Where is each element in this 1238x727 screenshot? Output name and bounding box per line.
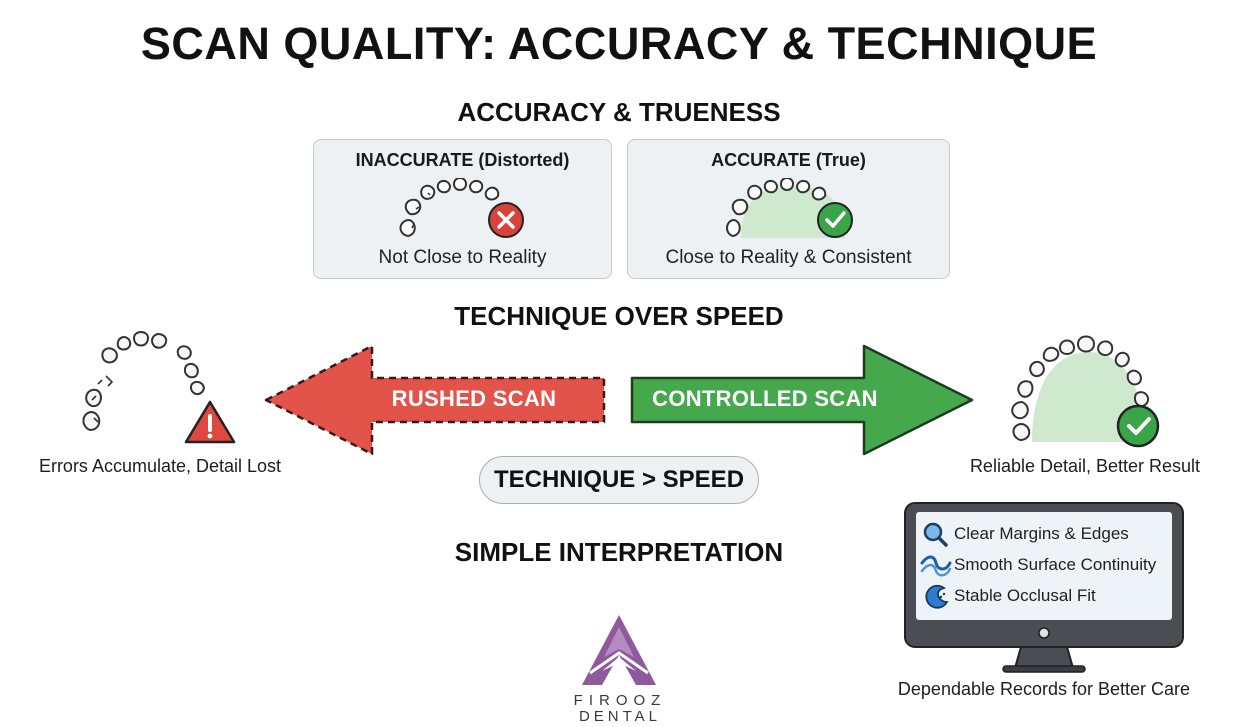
brand-subname: DENTAL [578, 708, 662, 725]
magnifier-icon [923, 522, 948, 547]
distorted-arch-icon [399, 178, 524, 238]
list-item-label: Stable Occlusal Fit [954, 585, 1096, 605]
bitten-circle-icon [925, 584, 949, 609]
firooz-logo-icon [582, 615, 656, 685]
technique-speed-pill: TECHNIQUE > SPEED [479, 456, 759, 504]
interpretation-list: Clear Margins & Edges Smooth Surface Con… [920, 518, 1170, 611]
accurate-arch-icon [726, 178, 853, 238]
broken-arch-icon [82, 331, 236, 444]
controlled-scan-caption: Reliable Detail, Better Result [969, 456, 1201, 476]
monitor-icon [904, 502, 1184, 673]
inaccurate-panel-title: INACCURATE (Distorted) [355, 150, 570, 170]
brand-name: FIROOZ [573, 692, 667, 709]
accuracy-section-title: ACCURACY & TRUENESS [457, 97, 781, 127]
technique-section-title: TECHNIQUE OVER SPEED [454, 301, 784, 331]
list-item: Stable Occlusal Fit [920, 580, 1170, 611]
page-title: SCAN QUALITY: ACCURACY & TECHNIQUE [140, 18, 1098, 69]
interpretation-caption: Dependable Records for Better Care [897, 679, 1191, 699]
inaccurate-panel: INACCURATE (Distorted) Not Close to Real… [313, 139, 612, 279]
rushed-scan-arrow [264, 344, 606, 456]
controlled-scan-arrow [630, 344, 974, 456]
inaccurate-panel-caption: Not Close to Reality [378, 247, 547, 268]
interpretation-section-title: SIMPLE INTERPRETATION [454, 537, 784, 567]
accurate-panel-caption: Close to Reality & Consistent [665, 247, 912, 268]
list-item: Smooth Surface Continuity [920, 549, 1170, 580]
accurate-panel-title: ACCURATE (True) [711, 150, 866, 170]
complete-arch-icon [1011, 335, 1160, 448]
rushed-scan-label: RUSHED SCAN [391, 386, 557, 411]
rushed-scan-caption: Errors Accumulate, Detail Lost [38, 456, 282, 476]
wave-icon [920, 555, 952, 576]
list-item-label: Smooth Surface Continuity [954, 554, 1157, 574]
list-item: Clear Margins & Edges [920, 518, 1170, 549]
list-item-label: Clear Margins & Edges [954, 523, 1129, 543]
controlled-scan-label: CONTROLLED SCAN [652, 386, 878, 411]
accurate-panel: ACCURATE (True) Close to Reality & Consi… [627, 139, 950, 279]
